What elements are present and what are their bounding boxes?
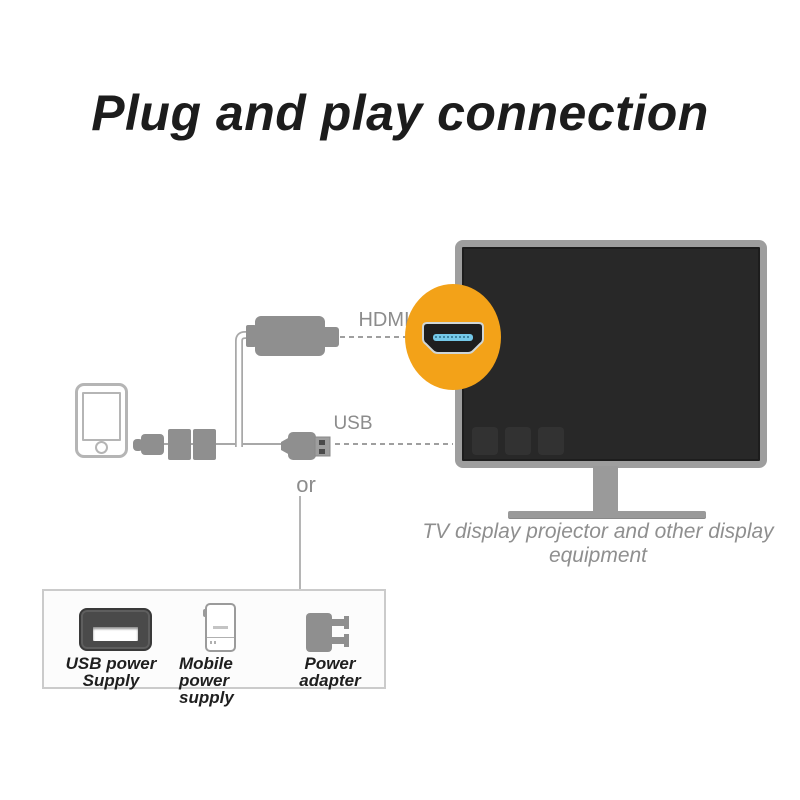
cable-joint-icon bbox=[193, 429, 216, 460]
phone-icon bbox=[75, 383, 128, 458]
usb-port-slot bbox=[93, 627, 138, 641]
lightning-connector-icon bbox=[133, 434, 164, 455]
or-label: or bbox=[296, 472, 316, 497]
adapter-cable-icon bbox=[235, 331, 256, 447]
power-adapter-label: Power adapter bbox=[299, 654, 361, 690]
hdmi-port-icon bbox=[422, 322, 484, 354]
power-adapter-icon bbox=[306, 613, 349, 652]
usb-dashed-line bbox=[335, 443, 453, 445]
phone-screen bbox=[82, 392, 121, 441]
hdmi-dashed-line bbox=[340, 336, 410, 338]
adapter-prong bbox=[344, 634, 349, 647]
phone-home-button bbox=[95, 441, 108, 454]
adapter-prong bbox=[344, 616, 349, 629]
hdmi-adapter-tab bbox=[246, 325, 256, 347]
power-bank-divider bbox=[207, 637, 234, 638]
power-bank-brand-mark bbox=[213, 626, 228, 629]
power-bank-icon bbox=[203, 603, 236, 652]
tv-stand-base bbox=[508, 511, 706, 518]
cable-line bbox=[158, 443, 288, 445]
power-bank-indicator bbox=[210, 641, 218, 644]
adapter-prong bbox=[332, 619, 346, 626]
power-options-box: USB power Supply Mobile power supply Pow… bbox=[42, 589, 386, 706]
tv-icon bbox=[455, 240, 767, 468]
hdmi-adapter-plug bbox=[324, 327, 339, 347]
usb-port-icon bbox=[79, 608, 152, 651]
hdmi-adapter-icon bbox=[255, 316, 325, 356]
page-title: Plug and play connection bbox=[91, 85, 709, 141]
adapter-prong bbox=[332, 637, 346, 644]
usb-plug-icon bbox=[281, 432, 331, 460]
tv-stand-neck bbox=[593, 466, 618, 513]
mobile-power-supply-label: Mobile power supply bbox=[179, 654, 234, 707]
tv-caption: TV display projector and other display e… bbox=[422, 520, 774, 567]
usb-label: USB bbox=[333, 413, 373, 434]
power-bank-button bbox=[203, 609, 206, 617]
or-connector-line bbox=[299, 496, 301, 589]
usb-power-supply-label: USB power Supply bbox=[65, 654, 157, 690]
screen-watermark bbox=[472, 427, 564, 455]
cable-joint-icon bbox=[168, 429, 191, 460]
hdmi-label: HDMI bbox=[358, 309, 410, 331]
